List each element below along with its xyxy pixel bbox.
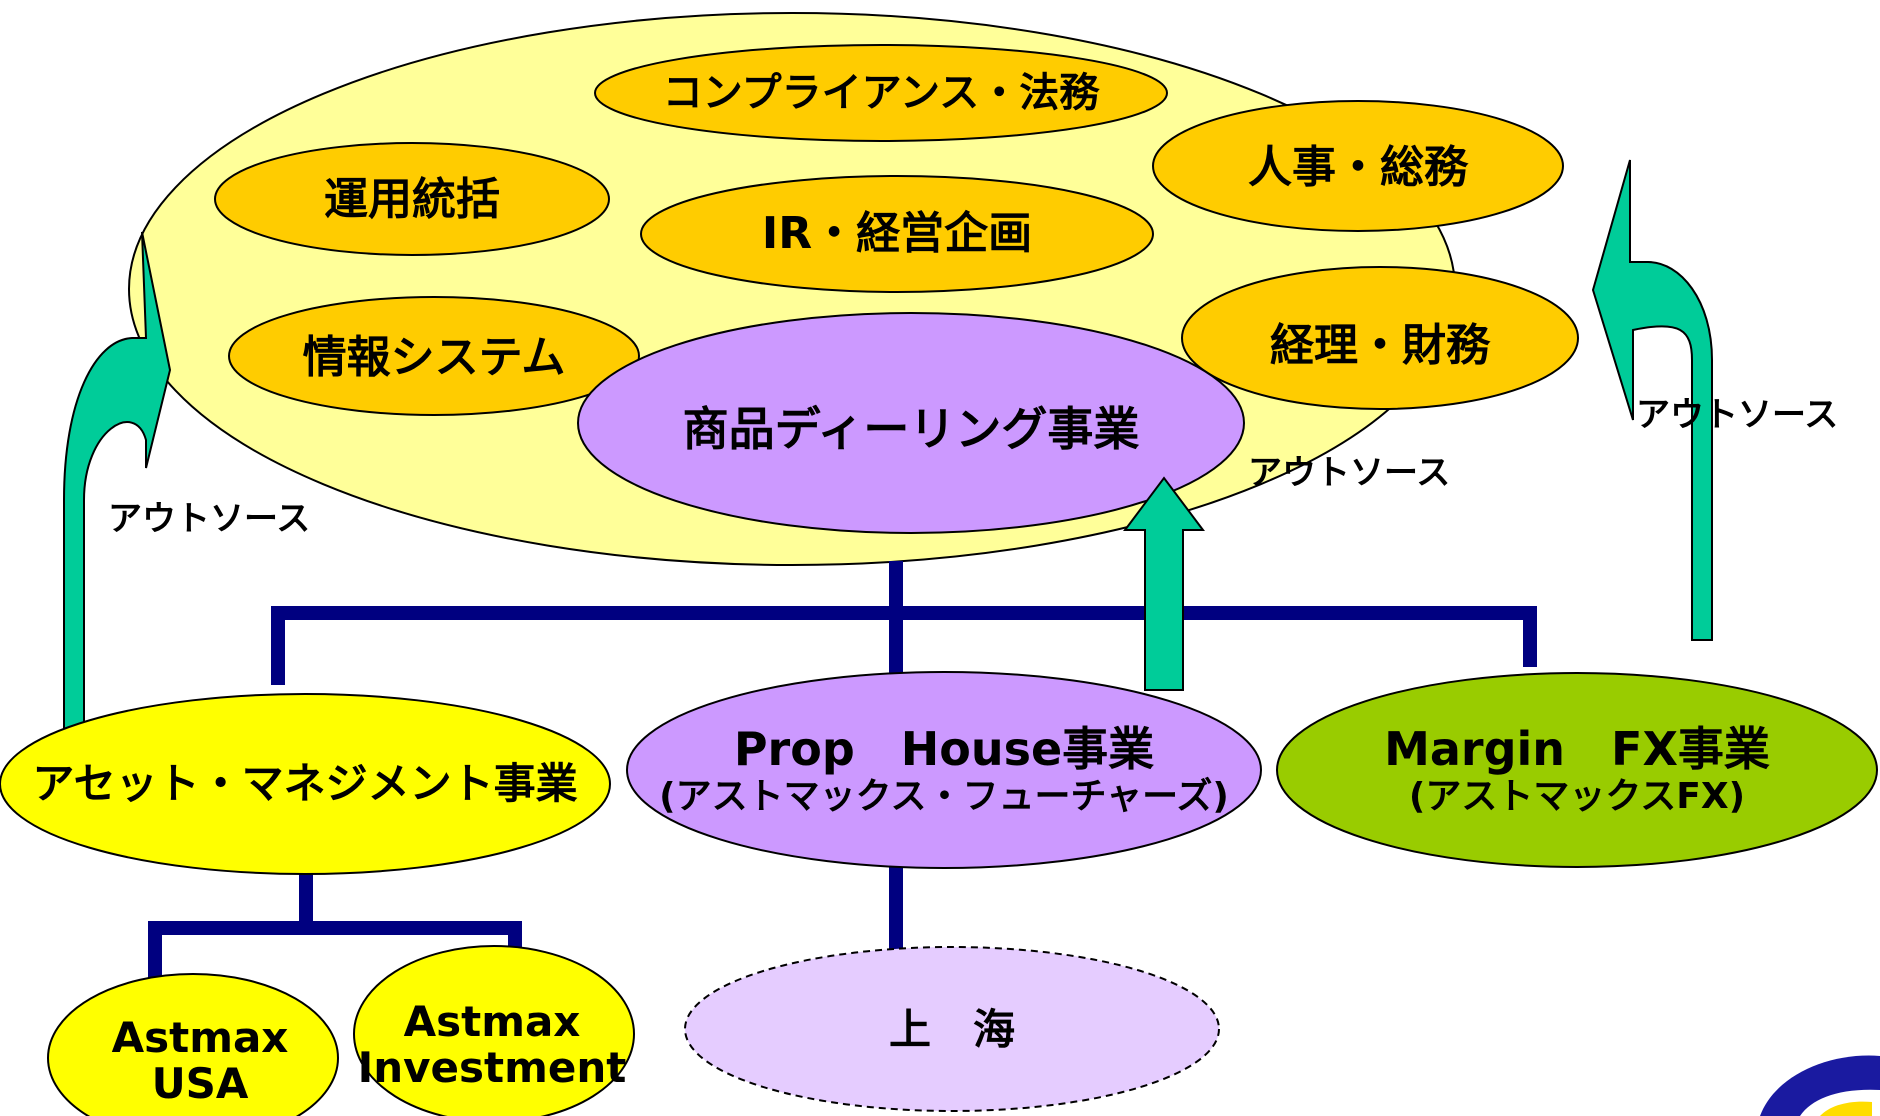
center-outsource-label: アウトソース bbox=[1248, 453, 1451, 494]
prop-house-ellipse bbox=[626, 671, 1262, 869]
margin-fx-name: Margin FX事業 bbox=[1384, 721, 1770, 776]
info-systems-label: 情報システム bbox=[302, 331, 566, 383]
prop-house-entity: (アストマックス・フューチャーズ) bbox=[659, 775, 1229, 817]
commodity-dealing-label: 商品ディーリング事業 bbox=[682, 401, 1140, 456]
astmax-usa-ellipse bbox=[47, 973, 339, 1116]
ir-planning-label: IR・経営企画 bbox=[761, 207, 1033, 259]
astmax-usa-label: Astmax USA bbox=[55, 1006, 345, 1116]
margin-fx-ellipse bbox=[1276, 672, 1878, 868]
left-outsource-label: アウトソース bbox=[108, 499, 311, 540]
company-logo bbox=[1760, 1055, 1880, 1116]
ir-planning-ellipse bbox=[640, 175, 1154, 293]
astmax-investment-label: Astmax Investment bbox=[358, 990, 627, 1100]
astmax-investment-line2: Investment bbox=[357, 1043, 627, 1092]
right-outsource-label: アウトソース bbox=[1636, 395, 1839, 436]
margin-fx-label: Margin FX事業 (アストマックスFX) bbox=[1280, 710, 1874, 830]
asset-management-label: アセット・マネジメント事業 bbox=[32, 758, 578, 808]
compliance-label: コンプライアンス・法務 bbox=[662, 70, 1100, 116]
margin-fx-entity: (アストマックスFX) bbox=[1408, 775, 1746, 817]
astmax-investment-line1: Astmax bbox=[403, 996, 581, 1046]
accounting-label: 経理・財務 bbox=[1270, 319, 1490, 371]
shanghai-ellipse bbox=[684, 946, 1220, 1112]
org-connectors bbox=[148, 561, 1537, 987]
center-outsource-arrow bbox=[1123, 476, 1205, 691]
astmax-usa-line2: USA bbox=[151, 1059, 249, 1108]
right-outsource-arrow bbox=[1591, 159, 1713, 641]
commodity-dealing-ellipse bbox=[577, 312, 1245, 534]
info-systems-ellipse bbox=[228, 296, 640, 416]
asset-management-ellipse bbox=[0, 693, 611, 875]
fund-management-label: 運用統括 bbox=[324, 173, 500, 225]
fund-management-ellipse bbox=[214, 142, 610, 256]
prop-house-name: Prop House事業 bbox=[733, 721, 1155, 776]
left-outsource-arrow bbox=[63, 231, 172, 733]
hr-general-ellipse bbox=[1152, 100, 1564, 232]
compliance-ellipse bbox=[594, 44, 1168, 142]
hr-general-label: 人事・総務 bbox=[1248, 141, 1468, 193]
astmax-investment-ellipse bbox=[353, 945, 635, 1116]
prop-house-label: Prop House事業 (アストマックス・フューチャーズ) bbox=[640, 710, 1248, 830]
accounting-ellipse bbox=[1181, 266, 1579, 410]
shanghai-label: 上 海 bbox=[888, 1004, 1015, 1054]
astmax-usa-line1: Astmax bbox=[111, 1012, 289, 1062]
